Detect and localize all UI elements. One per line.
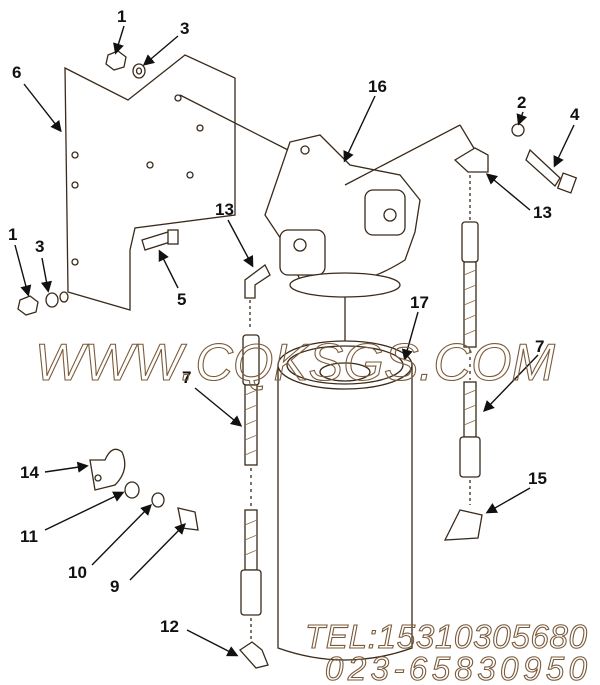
svg-text:5: 5 <box>177 290 186 309</box>
filter-head <box>264 134 421 298</box>
hose-right <box>443 147 489 541</box>
svg-text:7: 7 <box>182 368 191 387</box>
nut-washer-top <box>105 50 146 79</box>
callout: 13 <box>215 200 254 268</box>
svg-text:13: 13 <box>533 203 552 222</box>
svg-text:2: 2 <box>517 93 526 112</box>
clamp-hardware <box>89 448 199 531</box>
callout: 7 <box>483 337 544 413</box>
callout: 9 <box>110 523 186 596</box>
svg-text:14: 14 <box>20 463 39 482</box>
capscrew-washer-right <box>511 123 578 194</box>
svg-text:TEL:15310305680: TEL:15310305680 <box>305 618 588 655</box>
svg-text:1: 1 <box>8 225 17 244</box>
callout: 3 <box>142 19 189 66</box>
svg-text:13: 13 <box>215 200 234 219</box>
svg-text:17: 17 <box>410 293 429 312</box>
svg-text:9: 9 <box>110 577 119 596</box>
callout: 5 <box>158 249 186 309</box>
svg-text:15: 15 <box>528 469 547 488</box>
bracket <box>64 54 236 311</box>
callout: 16 <box>343 77 387 163</box>
callout: 15 <box>485 469 547 514</box>
callout: 10 <box>68 504 152 582</box>
nut-washer-left <box>17 291 69 316</box>
callout: 13 <box>485 173 552 222</box>
svg-text:16: 16 <box>368 77 387 96</box>
callout: 2 <box>516 93 528 126</box>
svg-text:3: 3 <box>35 237 44 256</box>
svg-text:1: 1 <box>117 7 126 26</box>
callout: 17 <box>401 293 429 361</box>
callout: 12 <box>160 617 239 657</box>
svg-text:12: 12 <box>160 617 179 636</box>
callout: 11 <box>20 491 125 546</box>
callout: 14 <box>20 461 89 482</box>
svg-text:11: 11 <box>20 527 38 546</box>
capscrew-5 <box>141 229 179 251</box>
svg-text:3: 3 <box>180 19 189 38</box>
filter <box>277 297 413 661</box>
svg-text:WWW.CQKSGS.COM: WWW.CQKSGS.COM <box>35 334 556 392</box>
callout: 4 <box>553 105 580 168</box>
callout: 3 <box>35 237 52 293</box>
hose-left <box>239 264 271 669</box>
callout: 1 <box>113 7 126 55</box>
svg-text:10: 10 <box>68 563 87 582</box>
callout: 7 <box>182 368 243 427</box>
svg-text:6: 6 <box>12 63 21 82</box>
svg-text:7: 7 <box>535 337 544 356</box>
callout: 6 <box>12 63 62 133</box>
svg-text:023-65830950: 023-65830950 <box>325 650 588 685</box>
svg-text:4: 4 <box>570 105 580 124</box>
callout: 1 <box>8 225 32 297</box>
